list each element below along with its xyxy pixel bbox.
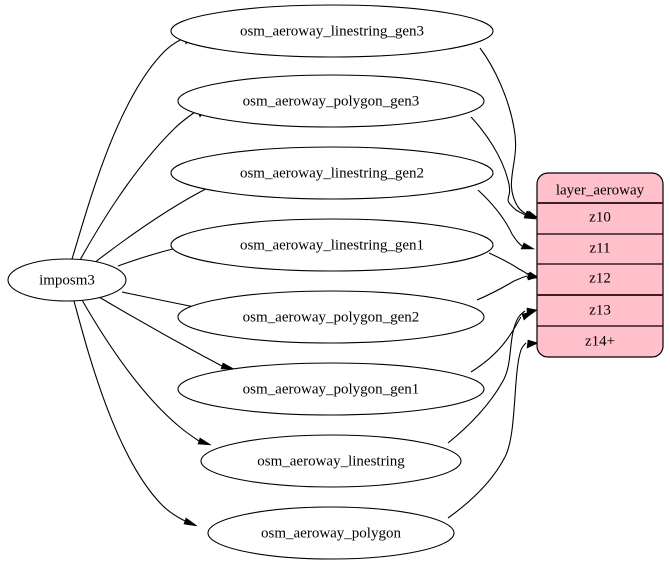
layer_aeroway-header-label: layer_aeroway <box>556 182 645 198</box>
node-osm_aeroway_polygon_gen1[interactable]: osm_aeroway_polygon_gen1 <box>177 362 485 416</box>
node-osm_aeroway_polygon_gen3-label: osm_aeroway_polygon_gen3 <box>243 93 420 109</box>
edge-imposm3-to-linestring <box>81 299 212 446</box>
node-osm_aeroway_polygon_gen1-label: osm_aeroway_polygon_gen1 <box>243 381 420 397</box>
layer_aeroway-row-z13-label[interactable]: z13 <box>589 302 611 318</box>
node-layer_aeroway[interactable]: layer_aeroway z10 z11 z12 z13 z14+ <box>536 172 664 358</box>
node-osm_aeroway_polygon_gen3-shape[interactable] <box>177 74 485 128</box>
node-osm_aeroway_polygon-shape[interactable] <box>207 506 455 560</box>
node-osm_aeroway_linestring_gen2[interactable]: osm_aeroway_linestring_gen2 <box>170 146 494 200</box>
node-osm_aeroway_polygon_gen2-shape[interactable] <box>177 290 485 344</box>
edge-polygon-gen3-to-z10 <box>470 116 537 220</box>
node-osm_aeroway_linestring-shape[interactable] <box>200 434 462 488</box>
node-osm_aeroway_polygon_gen2-label: osm_aeroway_polygon_gen2 <box>243 309 420 325</box>
node-osm_aeroway_linestring_gen1[interactable]: osm_aeroway_linestring_gen1 <box>170 218 494 272</box>
edge-linestring-gen2-to-z11 <box>477 189 536 250</box>
node-osm_aeroway_polygon_gen3[interactable]: osm_aeroway_polygon_gen3 <box>177 74 485 128</box>
node-osm_aeroway_linestring_gen1-shape[interactable] <box>170 218 494 272</box>
edge-imposm3-to-polygon <box>73 300 198 527</box>
edge-imposm3-to-linestring-gen3 <box>71 32 197 260</box>
layer_aeroway-outline[interactable] <box>536 172 664 358</box>
layer_aeroway-row-z14plus-label[interactable]: z14+ <box>585 333 615 349</box>
layer_aeroway-row-z10-label[interactable]: z10 <box>589 209 611 225</box>
node-osm_aeroway_linestring_gen1-label: osm_aeroway_linestring_gen1 <box>240 237 424 253</box>
node-imposm3-label: imposm3 <box>39 272 95 288</box>
node-osm_aeroway_polygon-label: osm_aeroway_polygon <box>261 525 401 541</box>
edge-polygon-to-z14plus <box>447 339 539 519</box>
edge-imposm3-to-polygon-gen1 <box>98 296 235 370</box>
node-osm_aeroway_linestring-label: osm_aeroway_linestring <box>257 453 405 469</box>
node-imposm3[interactable]: imposm3 <box>7 258 127 302</box>
node-osm_aeroway_polygon[interactable]: osm_aeroway_polygon <box>207 506 455 560</box>
layer_aeroway-row-z12-label[interactable]: z12 <box>589 270 611 286</box>
edge-polygon-gen2-to-z12 <box>476 272 540 301</box>
node-osm_aeroway_linestring_gen3-label: osm_aeroway_linestring_gen3 <box>240 23 424 39</box>
edge-linestring-to-z13 <box>447 307 538 444</box>
node-imposm3-shape[interactable] <box>7 258 127 302</box>
layer_aeroway-row-z11-label[interactable]: z11 <box>589 240 610 256</box>
node-osm_aeroway_linestring_gen3[interactable]: osm_aeroway_linestring_gen3 <box>170 4 494 58</box>
edge-group-tables-to-layer <box>447 47 540 519</box>
node-osm_aeroway_linestring[interactable]: osm_aeroway_linestring <box>200 434 462 488</box>
node-osm_aeroway_polygon_gen2[interactable]: osm_aeroway_polygon_gen2 <box>177 290 485 344</box>
node-osm_aeroway_linestring_gen3-shape[interactable] <box>170 4 494 58</box>
node-osm_aeroway_polygon_gen1-shape[interactable] <box>177 362 485 416</box>
node-osm_aeroway_linestring_gen2-label: osm_aeroway_linestring_gen2 <box>240 165 424 181</box>
node-osm_aeroway_linestring_gen2-shape[interactable] <box>170 146 494 200</box>
